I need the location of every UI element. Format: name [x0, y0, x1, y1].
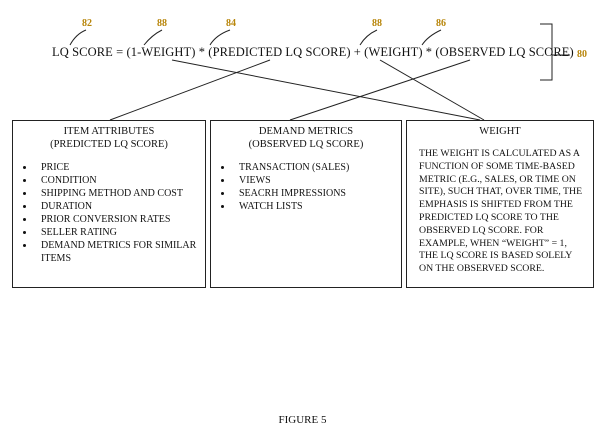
line-observed-to-demand: [289, 59, 471, 121]
ref-84: 84: [226, 18, 236, 29]
leader-82: [69, 29, 87, 46]
ref-80: 80: [577, 49, 587, 60]
list-item: SELLER RATING: [35, 226, 205, 239]
line-predicted-to-item: [109, 59, 271, 121]
item-attributes-subtitle: (PREDICTED LQ SCORE): [50, 139, 168, 150]
list-item: DURATION: [35, 200, 205, 213]
bracket-80: [540, 23, 553, 81]
demand-metrics-title: DEMAND METRICS: [258, 126, 354, 137]
list-item: PRIOR CONVERSION RATES: [35, 213, 205, 226]
item-attributes-box: ITEM ATTRIBUTES (PREDICTED LQ SCORE) PRI…: [12, 120, 206, 288]
leader-86: [421, 29, 442, 46]
ref-88-weight-second: 88: [372, 18, 382, 29]
list-item: SHIPPING METHOD AND COST: [35, 187, 205, 200]
weight-title: WEIGHT: [479, 126, 521, 137]
line-weight2-to-weight: [379, 59, 485, 121]
item-attributes-title: ITEM ATTRIBUTES: [63, 126, 155, 137]
list-item: CONDITION: [35, 174, 205, 187]
line-weight1-to-weight: [171, 59, 481, 121]
demand-metrics-subtitle: (OBSERVED LQ SCORE): [248, 139, 364, 150]
list-item: SEACRH IMPRESSIONS: [233, 187, 401, 200]
ref-82: 82: [82, 18, 92, 29]
demand-metrics-box: DEMAND METRICS (OBSERVED LQ SCORE) TRANS…: [210, 120, 402, 288]
list-item: DEMAND METRICS FOR SIMILAR ITEMS: [35, 239, 205, 265]
leader-88a: [143, 29, 163, 46]
list-item: VIEWS: [233, 174, 401, 187]
demand-metrics-list: TRANSACTION (SALES) VIEWS SEACRH IMPRESS…: [211, 161, 401, 213]
figure-caption: FIGURE 5: [278, 414, 327, 426]
leader-84: [209, 29, 231, 46]
list-item: WATCH LISTS: [233, 200, 401, 213]
lq-score-formula: LQ SCORE = (1-WEIGHT) * (PREDICTED LQ SC…: [52, 45, 574, 59]
ref-88-weight: 88: [157, 18, 167, 29]
item-attributes-list: PRICE CONDITION SHIPPING METHOD AND COST…: [13, 161, 205, 265]
weight-description: THE WEIGHT IS CALCULATED AS A FUNCTION O…: [419, 148, 583, 275]
ref-86: 86: [436, 18, 446, 29]
list-item: TRANSACTION (SALES): [233, 161, 401, 174]
weight-box: WEIGHT THE WEIGHT IS CALCULATED AS A FUN…: [406, 120, 594, 288]
list-item: PRICE: [35, 161, 205, 174]
leader-88b: [359, 29, 378, 46]
